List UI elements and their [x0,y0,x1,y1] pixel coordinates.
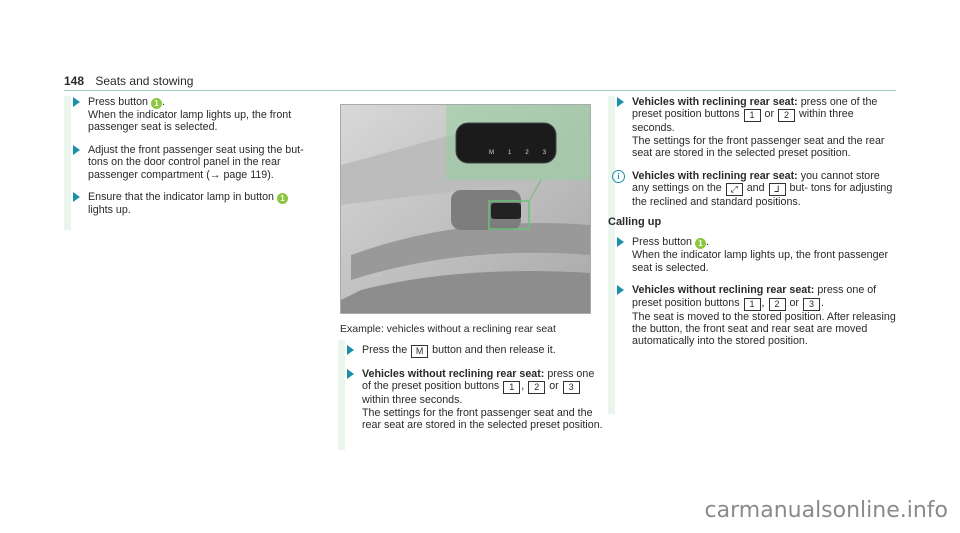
step-press-button: Press button 1. When the indicator lamp … [64,96,324,134]
info-icon: i [612,169,625,183]
column-3: Vehicles with reclining rear seat: press… [608,96,898,358]
preset-key-1: 1 [503,381,521,395]
memory-button-labels: M 1 2 3 [489,150,546,156]
column2-band [338,340,345,450]
preset-key-3: 3 [562,381,580,395]
step-calling-without-reclining: Vehicles without reclining rear seat: pr… [608,284,898,348]
step-arrow-icon [347,369,354,379]
preset-key-1: 1 [743,109,761,123]
page-ref-arrow-icon: → [209,168,221,181]
column-2: Press the M button and then release it. … [338,344,606,442]
step-without-reclining: Vehicles without reclining rear seat: pr… [338,368,606,432]
step-with-reclining: Vehicles with reclining rear seat: press… [608,96,898,160]
step-press-m: Press the M button and then release it. [338,344,606,358]
preset-key-3: 3 [802,297,820,311]
door-panel-photo: M 1 2 3 [340,104,591,314]
watermark: carmanualsonline.info [704,498,948,523]
memory-button-2-label: 2 [525,150,529,156]
step-arrow-icon [73,144,80,155]
step-arrow-icon [73,97,80,107]
page-reference-link[interactable]: page 119). [223,168,274,181]
page-number: 148 [64,74,85,88]
step-arrow-icon [73,192,80,203]
preset-key-1: 1 [743,297,761,311]
column1-band [64,96,71,230]
number-badge: 1 [695,238,706,250]
memory-button-3-label: 3 [542,150,547,156]
preset-key-2: 2 [768,297,786,311]
step-calling-press: Press button 1. When the indicator lamp … [608,236,898,274]
step-arrow-icon [617,97,624,107]
door-panel-illustration [341,105,590,313]
page-header: 148 Seats and stowing [64,74,193,88]
recline-key-icon: ⤢ [725,183,743,197]
column3-band [608,96,615,414]
info-note: i Vehicles with reclining rear seat: you… [608,169,898,209]
memory-key-m: M [411,345,429,358]
column-1: Press button 1. When the indicator lamp … [64,96,324,226]
step-arrow-icon [617,237,624,248]
section-title: Seats and stowing [95,74,194,88]
step-arrow-icon [347,345,354,355]
number-badge: 1 [276,193,288,205]
number-badge: 1 [151,98,162,109]
calling-up-heading: Calling up [608,216,662,229]
preset-key-2: 2 [778,109,796,123]
step-ensure-lamp: Ensure that the indicator lamp in button… [64,191,324,216]
header-rule [64,90,896,91]
memory-button-1-label: 1 [508,150,512,156]
preset-key-2: 2 [528,381,546,395]
memory-button-m-label: M [489,150,494,156]
upright-key-icon: ⅃ [768,183,786,197]
step-adjust-seat: Adjust the front passenger seat using th… [64,144,324,181]
step-arrow-icon [617,285,624,296]
figure-caption: Example: vehicles without a reclining re… [340,323,556,335]
